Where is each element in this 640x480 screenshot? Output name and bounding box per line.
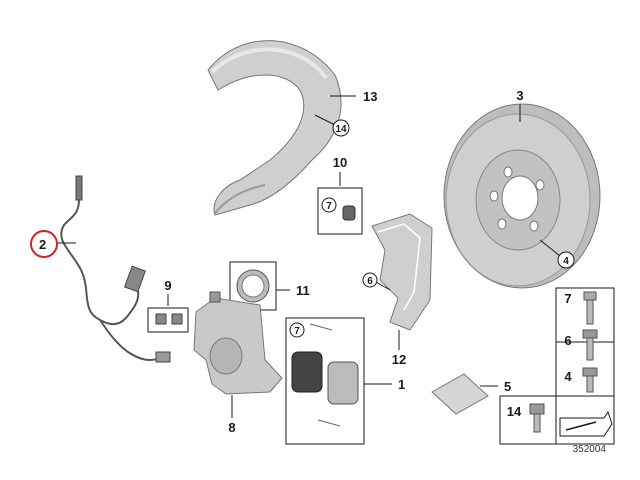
callout-3[interactable]: 3 <box>516 88 523 103</box>
callout-4[interactable]: 4 <box>564 369 572 384</box>
ref-circle-carrier-6[interactable] <box>362 272 378 288</box>
grease-pack[interactable] <box>431 373 489 415</box>
ref-circle-disc-4[interactable] <box>557 251 575 269</box>
brake-pads[interactable] <box>291 323 359 427</box>
ref-disc-4: 4 <box>563 256 569 267</box>
ref-circle-shield-14[interactable] <box>332 119 350 137</box>
leader-disc-4 <box>539 239 561 257</box>
ref-carrier-6: 6 <box>367 276 373 287</box>
repair-kit-part[interactable] <box>236 269 270 303</box>
callout-10[interactable]: 10 <box>333 155 347 170</box>
guide-bolt-part[interactable] <box>342 205 356 221</box>
callout-12[interactable]: 12 <box>392 352 406 367</box>
bolt-7[interactable] <box>583 291 597 325</box>
catalog-number: 352004 <box>573 444 607 455</box>
bolt-6[interactable] <box>582 329 598 361</box>
bolt-4[interactable] <box>582 367 598 393</box>
wear-sensor[interactable] <box>60 175 171 363</box>
callout-2: 2 <box>39 237 46 252</box>
callout-13[interactable]: 13 <box>363 89 377 104</box>
callout-8[interactable]: 8 <box>228 420 235 435</box>
ref-guide-7: 7 <box>326 201 332 212</box>
callout-6[interactable]: 6 <box>564 333 571 348</box>
highlight-circle-2[interactable] <box>30 230 58 258</box>
dust-shield[interactable] <box>207 40 342 216</box>
brake-caliper[interactable] <box>193 291 283 395</box>
caliper-carrier[interactable] <box>371 213 433 331</box>
screw-14[interactable] <box>529 403 545 433</box>
ref-circle-guide-7[interactable] <box>321 197 337 213</box>
ref-shield-14: 14 <box>335 124 347 135</box>
bleeder-valve-part[interactable] <box>155 313 183 325</box>
callout-14[interactable]: 14 <box>507 404 522 419</box>
leader-shield-14 <box>314 114 336 126</box>
callout-5[interactable]: 5 <box>504 379 511 394</box>
callout-11[interactable]: 11 <box>296 283 310 298</box>
callout-7[interactable]: 7 <box>564 291 571 306</box>
arrow-icon <box>559 410 613 437</box>
leader-carrier-6 <box>375 281 391 291</box>
callout-9[interactable]: 9 <box>164 278 171 293</box>
callout-1[interactable]: 1 <box>398 377 405 392</box>
brake-disc[interactable] <box>443 103 601 289</box>
ref-pads-7: 7 <box>294 326 300 337</box>
ref-circle-pads-7[interactable] <box>289 322 305 338</box>
